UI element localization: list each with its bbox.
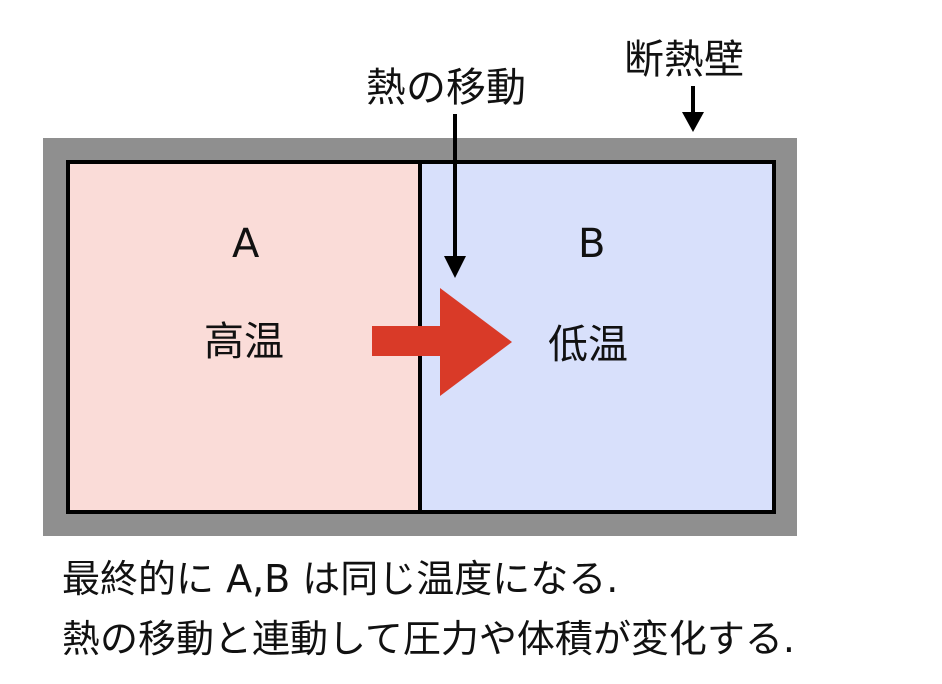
heat-flow-pointer-arrowhead-icon bbox=[444, 256, 466, 278]
insulating-wall-label: 断熱壁 bbox=[624, 37, 744, 83]
caption-line-1: 最終的に A,B は同じ温度になる. bbox=[62, 557, 619, 601]
chamber-b-letter: B bbox=[578, 221, 606, 267]
chamber-a-temperature: 高温 bbox=[204, 319, 284, 365]
heat-flow-label: 熱の移動 bbox=[366, 65, 526, 111]
wall-pointer-arrowhead-icon bbox=[682, 112, 704, 132]
chamber-a-letter: A bbox=[232, 221, 260, 267]
caption-line-2: 熱の移動と連動して圧力や体積が変化する. bbox=[62, 617, 795, 661]
chamber-b-temperature: 低温 bbox=[548, 322, 628, 368]
heat-flow-arrow-icon bbox=[372, 288, 512, 396]
